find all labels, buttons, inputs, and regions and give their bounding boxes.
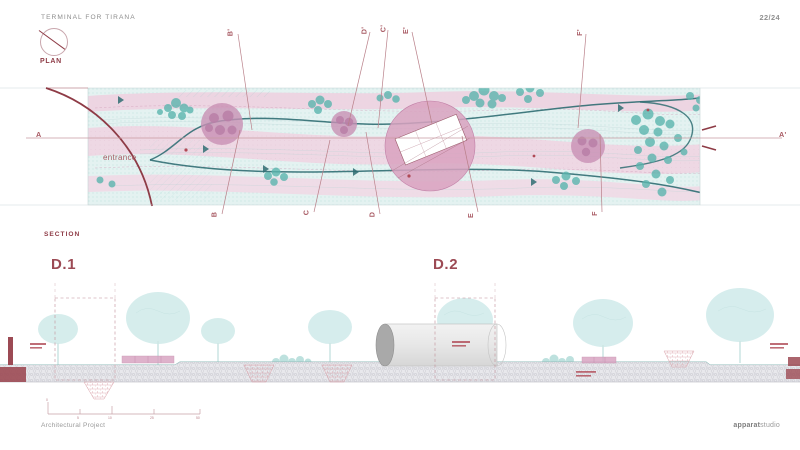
svg-text:5: 5	[77, 416, 79, 420]
entrance-label: entrance	[103, 153, 137, 162]
cut-marker-D: D	[367, 211, 377, 218]
cut-marker-C: C	[301, 209, 311, 216]
cut-marker-F-prime: F'	[574, 29, 584, 36]
page-title: TERMINAL FOR TIRANA	[41, 14, 136, 21]
cut-marker-C-prime: C'	[378, 24, 388, 33]
svg-text:10: 10	[108, 416, 112, 420]
plan-badge-circle-icon	[40, 28, 68, 56]
cut-marker-B: B	[209, 211, 219, 218]
cut-marker-E: E	[466, 212, 476, 219]
scale-bar: 0 5 10 25 50	[46, 398, 201, 420]
cut-marker-D-prime: D'	[359, 26, 369, 35]
section-heading-d2: D.2	[433, 256, 459, 273]
section-label: SECTION	[44, 231, 81, 238]
cut-marker-E-prime: E'	[401, 26, 411, 35]
footer-caption: Architectural Project	[41, 422, 106, 429]
page-number: 22/24	[759, 13, 780, 22]
plan-axis-label-A: A	[36, 130, 42, 139]
section-drawing	[0, 283, 800, 400]
studio-credit: apparatstudio	[733, 422, 780, 429]
section-heading-d1: D.1	[51, 256, 77, 273]
plan-badge-label: PLAN	[40, 58, 62, 65]
studio-name-rest: studio	[760, 422, 780, 429]
plan-axis-label-A-prime: A'	[779, 130, 787, 139]
plan-badge: PLAN	[34, 28, 94, 70]
cut-marker-F: F	[589, 211, 599, 216]
studio-name-bold: apparat	[733, 422, 761, 429]
svg-text:25: 25	[150, 416, 154, 420]
svg-text:50: 50	[196, 416, 200, 420]
cut-marker-B-prime: B'	[225, 28, 235, 37]
site-plan-drawing	[0, 29, 800, 215]
svg-text:0: 0	[46, 398, 48, 402]
